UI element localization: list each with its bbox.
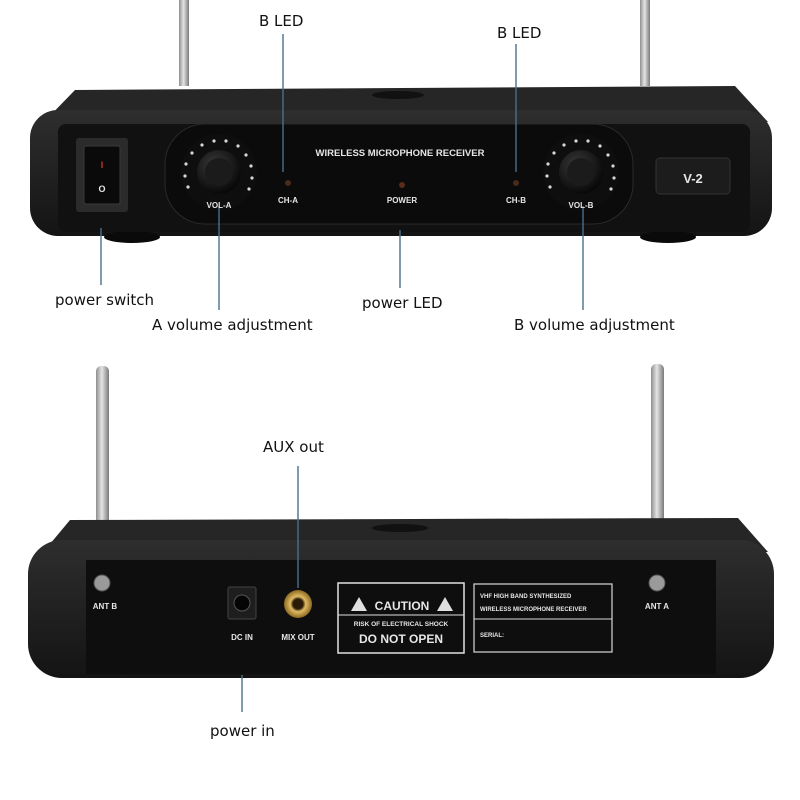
info-line1: VHF HIGH BAND SYNTHESIZED [480, 594, 572, 600]
ant-b-label: ANT B [93, 602, 118, 611]
callout-power-led: power LED [362, 294, 443, 312]
knob-a-scale-dots [183, 139, 254, 191]
led-indicator-icon [399, 182, 405, 188]
model-label: V-2 [683, 171, 703, 186]
info-label [473, 583, 613, 653]
warning-triangle-icon [437, 597, 453, 611]
caution-label [337, 582, 465, 654]
callout-aux-out: AUX out [263, 438, 324, 456]
antenna-icon [179, 0, 189, 86]
rocker-switch-icon [83, 145, 121, 205]
switch-on-mark: I [101, 160, 104, 170]
power-led-label: POWER [387, 196, 417, 205]
callout-a-volume: A volume adjustment [152, 316, 313, 334]
front-view [30, 0, 772, 243]
panel-title: WIRELESS MICROPHONE RECEIVER [316, 148, 485, 159]
warning-triangle-icon [351, 597, 367, 611]
caution-line1: RISK OF ELECTRICAL SHOCK [354, 621, 449, 628]
back-view [28, 364, 774, 678]
dc-in-label: DC IN [231, 633, 253, 642]
led-indicator-icon [513, 180, 519, 186]
serial-label: SERIAL: [480, 633, 504, 639]
caution-line2: DO NOT OPEN [359, 632, 443, 646]
back-panel [86, 560, 716, 674]
knob-a-label: VOL-A [207, 201, 232, 210]
callout-b-volume: B volume adjustment [514, 316, 675, 334]
front-callout-lines [100, 34, 584, 310]
mix-out-label: MIX OUT [281, 633, 314, 642]
ant-a-label: ANT A [645, 602, 669, 611]
model-badge [655, 157, 731, 195]
knob-b-scale-dots [545, 139, 616, 191]
info-line2: WIRELESS MICROPHONE RECEIVER [480, 607, 587, 613]
knob-b-label: VOL-B [569, 201, 594, 210]
led-a-label: CH-A [278, 196, 298, 205]
callout-power-switch: power switch [55, 291, 155, 309]
antenna-icon [640, 0, 650, 86]
audio-jack-icon [284, 590, 312, 618]
switch-off-mark: O [98, 184, 105, 194]
callout-power-in: power in [210, 722, 275, 740]
callout-b-led-right: B LED [497, 24, 542, 42]
callout-b-led-left: B LED [259, 12, 304, 30]
volume-knob-b [543, 134, 619, 210]
led-indicator-icon [285, 180, 291, 186]
volume-knob-a [181, 134, 257, 210]
caution-title: CAUTION [375, 599, 430, 613]
dc-jack-icon [233, 594, 251, 612]
back-callout-lines [241, 466, 299, 712]
led-b-label: CH-B [506, 196, 526, 205]
